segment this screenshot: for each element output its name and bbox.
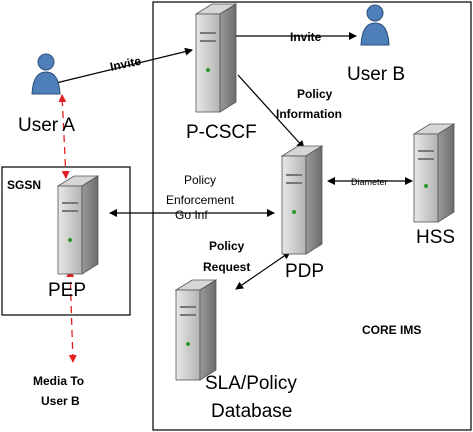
user-b-label: User B [347,64,405,85]
policy-info-label-line1: Policy [297,87,333,101]
enforcement-label-line1: Policy [184,173,216,187]
edge-media-up [58,94,70,179]
policy-request-label-line2: Request [203,260,250,274]
hss-label: HSS [416,227,455,248]
pdp-label: PDP [285,261,324,282]
sla-label-line1: SLA/Policy [205,373,297,394]
sla-label-line2: Database [211,401,292,422]
user-b-icon [360,4,390,46]
policy-info-label-line2: Information [276,107,342,121]
invite-a-label: Invite [109,54,143,74]
edge-policy-information [237,74,305,149]
edge-invite-a [55,47,193,84]
pcscf-label: P-CSCF [186,122,257,143]
media-label-line1: Media To [33,374,84,388]
edge-media-down [66,269,77,363]
user-a-icon [31,53,61,95]
media-label-line2: User B [41,394,80,408]
pcscf-server-icon [194,3,238,113]
enforcement-label-line2: Enforcement [166,193,235,207]
core-ims-label: CORE IMS [362,323,421,337]
pep-label: PEP [48,280,86,301]
diameter-label: Diameter [351,177,388,187]
policy-request-label-line1: Policy [209,239,245,253]
sgsn-label: SGSN [7,178,41,192]
hss-server-icon [412,123,456,223]
sla-database-server-icon [174,279,218,381]
pdp-server-icon [280,145,324,255]
enforcement-label-line3: Go Inf [175,208,208,222]
invite-b-label: Invite [290,30,322,44]
pep-server-icon [56,175,100,275]
user-a-label: User A [18,115,75,136]
edge-policy-request [235,251,291,290]
